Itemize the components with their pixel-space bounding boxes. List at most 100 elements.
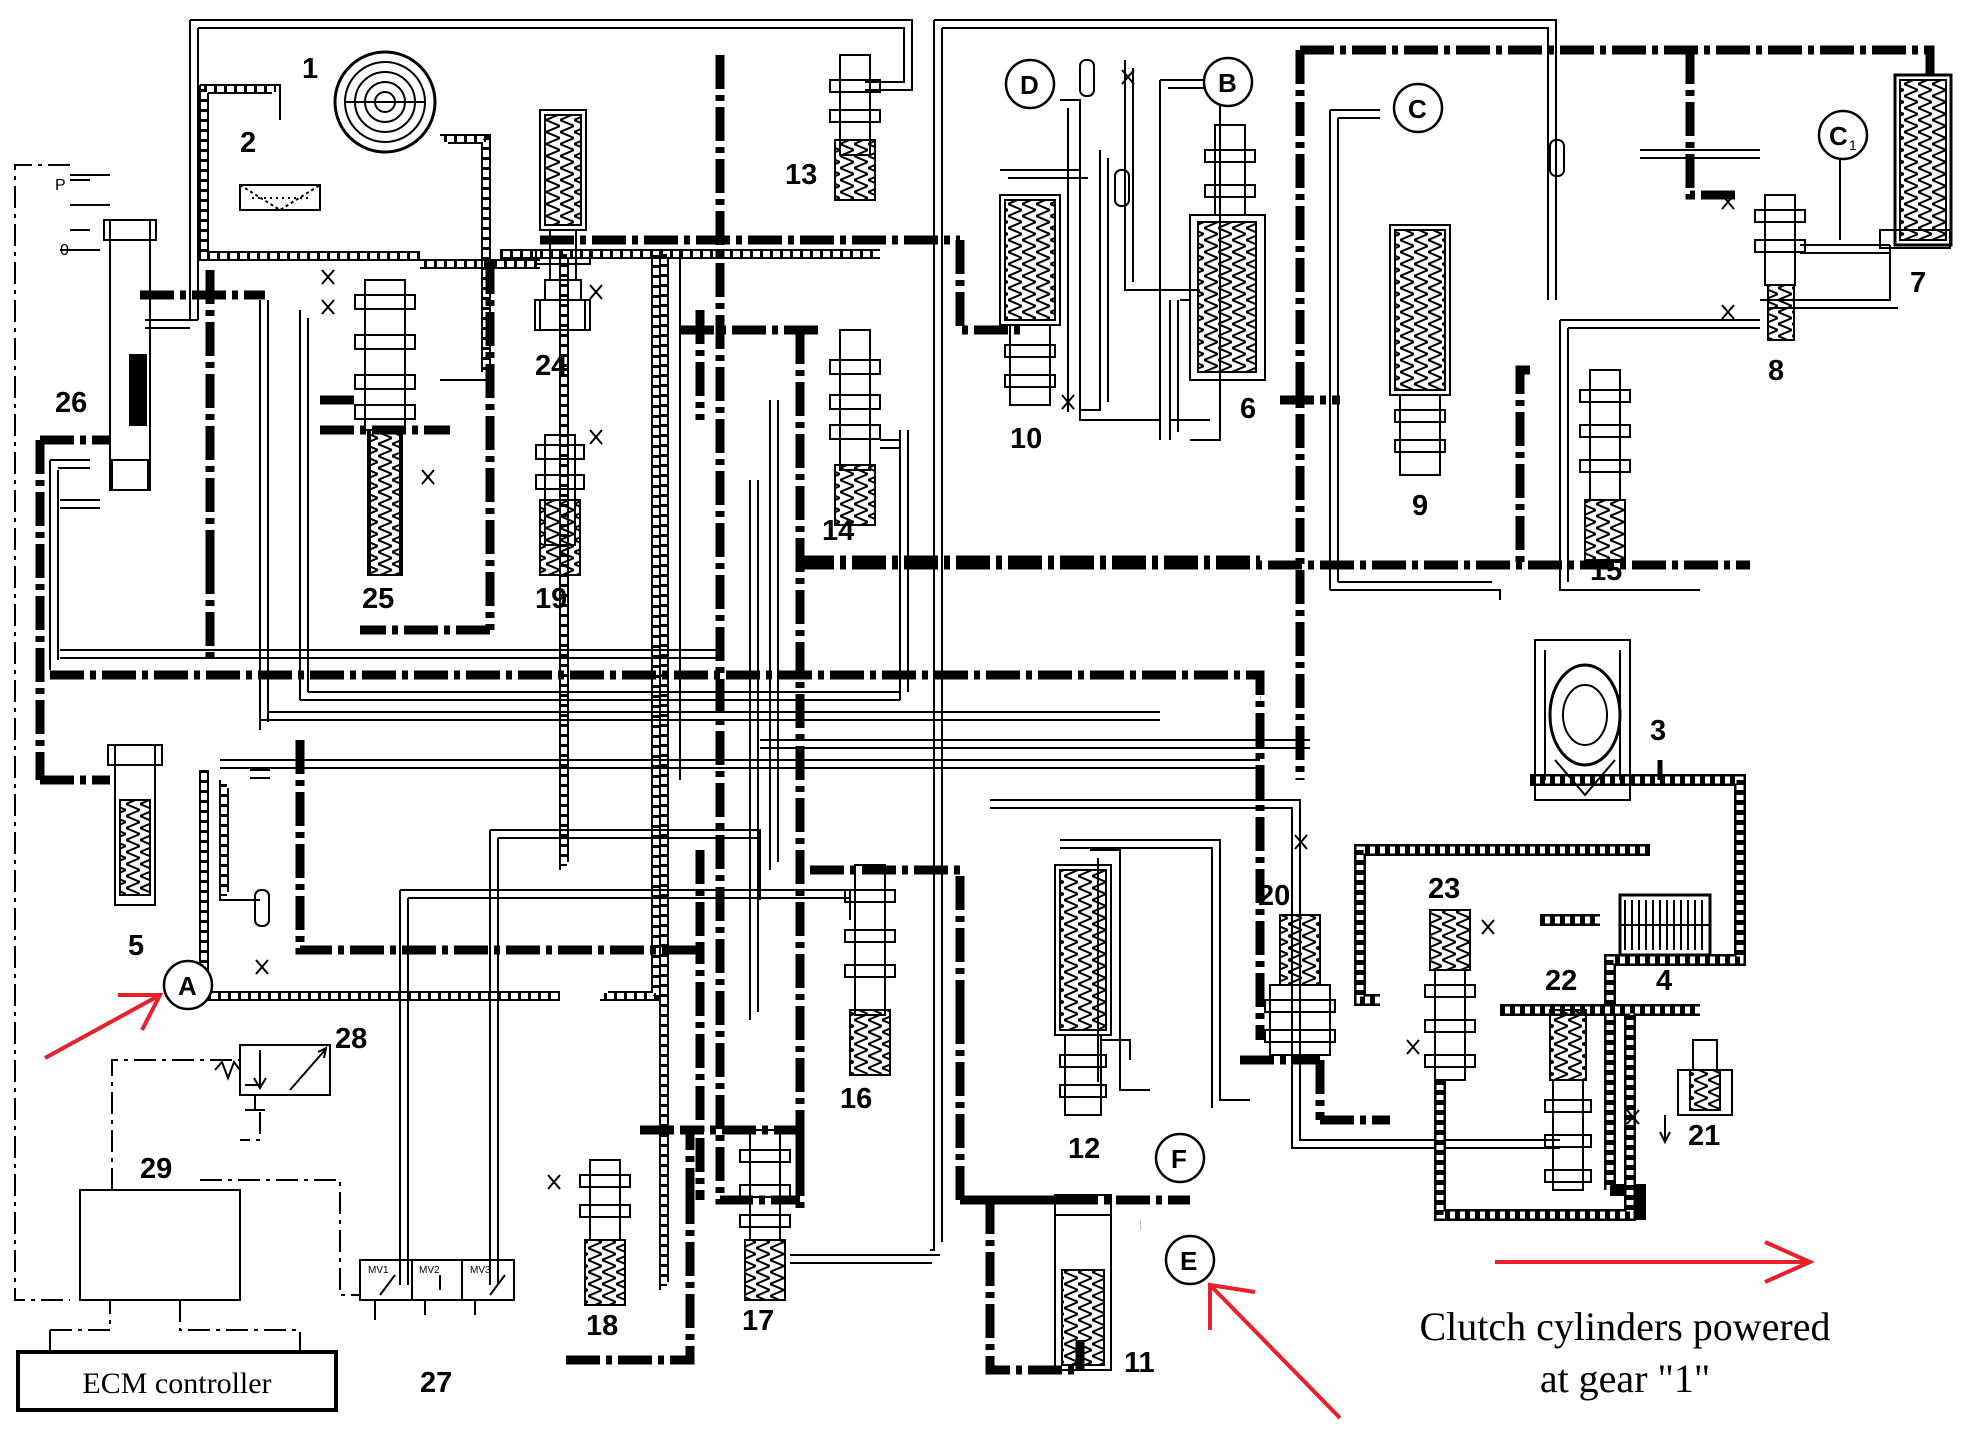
valve-27 <box>359 1259 515 1320</box>
valve-12 <box>1054 864 1112 1116</box>
label-9: 9 <box>1412 490 1428 522</box>
port-c-label: C <box>1408 94 1427 124</box>
label-12: 12 <box>1068 1133 1100 1165</box>
box-29 <box>79 1189 241 1301</box>
label-3: 3 <box>1650 715 1666 747</box>
pressure-scale: P 0 <box>55 177 100 259</box>
port-d <box>1004 58 1056 110</box>
clutch-lines <box>1354 774 1746 1221</box>
arrowhead-port-a <box>118 993 164 1031</box>
arrow-to-port-a <box>44 993 161 1060</box>
pump-1 <box>333 50 437 154</box>
port-f-label: F <box>1171 1144 1187 1174</box>
port-circles <box>162 56 1869 1286</box>
converter-3 <box>1534 639 1663 801</box>
ecm-controller-box <box>16 1350 338 1412</box>
label-13: 13 <box>785 159 817 191</box>
label-15: 15 <box>1590 555 1622 587</box>
orifice-marks <box>255 69 1735 1190</box>
valve-23 <box>1424 909 1476 1081</box>
control-lines <box>14 164 360 1375</box>
valve-19 <box>535 434 585 576</box>
valve-5 <box>107 744 163 906</box>
label-22: 22 <box>1545 965 1577 997</box>
label-5: 5 <box>128 930 144 962</box>
arrowhead-port-e <box>1208 1282 1256 1330</box>
label-16: 16 <box>840 1083 872 1115</box>
valve-14 <box>829 329 881 526</box>
label-27: 27 <box>420 1367 452 1399</box>
valve-9 <box>1389 224 1451 476</box>
scale-p-label: P <box>55 177 66 194</box>
valve-17 <box>739 1129 791 1301</box>
valve-13 <box>829 54 881 201</box>
check-valves <box>254 59 1565 927</box>
dotted-lines <box>199 84 880 1290</box>
label-24: 24 <box>535 350 567 382</box>
valve-16 <box>844 864 896 1076</box>
label-28: 28 <box>335 1023 367 1055</box>
red-arrows <box>44 993 1815 1420</box>
label-18: 18 <box>586 1310 618 1342</box>
label-11: 11 <box>1124 1347 1155 1379</box>
label-19: 19 <box>535 583 567 615</box>
port-e <box>1164 1234 1216 1286</box>
label-14: 14 <box>822 515 854 547</box>
valve-8 <box>1754 194 1806 341</box>
scale-zero-label: 0 <box>60 242 69 259</box>
valve-15 <box>1579 369 1631 561</box>
label-8: 8 <box>1768 355 1784 387</box>
port-c1-subscript: 1 <box>1849 137 1857 153</box>
label-21: 21 <box>1688 1120 1720 1152</box>
label-26: 26 <box>55 387 87 419</box>
label-6: 6 <box>1240 393 1256 425</box>
port-c1-label: C <box>1829 121 1848 151</box>
valve-21 <box>1659 1039 1733 1145</box>
clutch-pack-4 <box>1618 893 1712 957</box>
valve-18 <box>579 1159 631 1306</box>
port-a-label: A <box>178 971 197 1001</box>
valve-24 <box>534 109 591 331</box>
port-f <box>1154 1132 1206 1184</box>
port-c <box>1392 82 1444 134</box>
valve-7 <box>1879 73 1953 249</box>
tank-2 <box>239 184 321 212</box>
label-29: 29 <box>140 1153 172 1185</box>
mv1-label: MV1 <box>368 1265 389 1276</box>
label-25: 25 <box>362 583 394 615</box>
caption-line-2: at gear "1" <box>1540 1356 1710 1401</box>
port-e-label: E <box>1180 1246 1197 1276</box>
valve-25 <box>354 279 416 576</box>
valve-11 <box>1054 1194 1112 1371</box>
arrow-to-port-e <box>1208 1283 1342 1420</box>
label-4: 4 <box>1656 965 1672 997</box>
dotted-line-dots <box>201 86 880 1286</box>
valve-26 <box>70 174 157 491</box>
port-d-label: D <box>1020 70 1039 100</box>
label-2: 2 <box>240 127 256 159</box>
caption-line-1: Clutch cylinders powered <box>1420 1304 1831 1349</box>
mv2-label: MV2 <box>419 1265 440 1276</box>
valve-6 <box>1180 124 1266 381</box>
port-a <box>162 959 214 1011</box>
port-b-label: B <box>1218 68 1237 98</box>
label-7: 7 <box>1910 267 1926 299</box>
arrowhead-right <box>1764 1240 1815 1284</box>
label-23: 23 <box>1428 873 1460 905</box>
ecm-controller-label: ECM controller <box>82 1367 271 1400</box>
mv3-label: MV3 <box>470 1265 491 1276</box>
valve-20 <box>1264 800 1336 1056</box>
label-1: 1 <box>302 53 318 85</box>
port-c1 <box>1817 109 1869 161</box>
component-numbers: 1 2 3 4 5 6 7 8 9 10 11 12 13 14 15 16 1… <box>55 53 1926 1399</box>
label-10: 10 <box>1010 423 1042 455</box>
port-b <box>1202 56 1254 108</box>
thin-lines <box>49 19 1898 1285</box>
label-20: 20 <box>1258 880 1290 912</box>
pressure-lines <box>35 45 1935 1375</box>
label-17: 17 <box>742 1305 774 1337</box>
valve-28 <box>214 1044 331 1111</box>
valve-22 <box>1544 1009 1592 1191</box>
